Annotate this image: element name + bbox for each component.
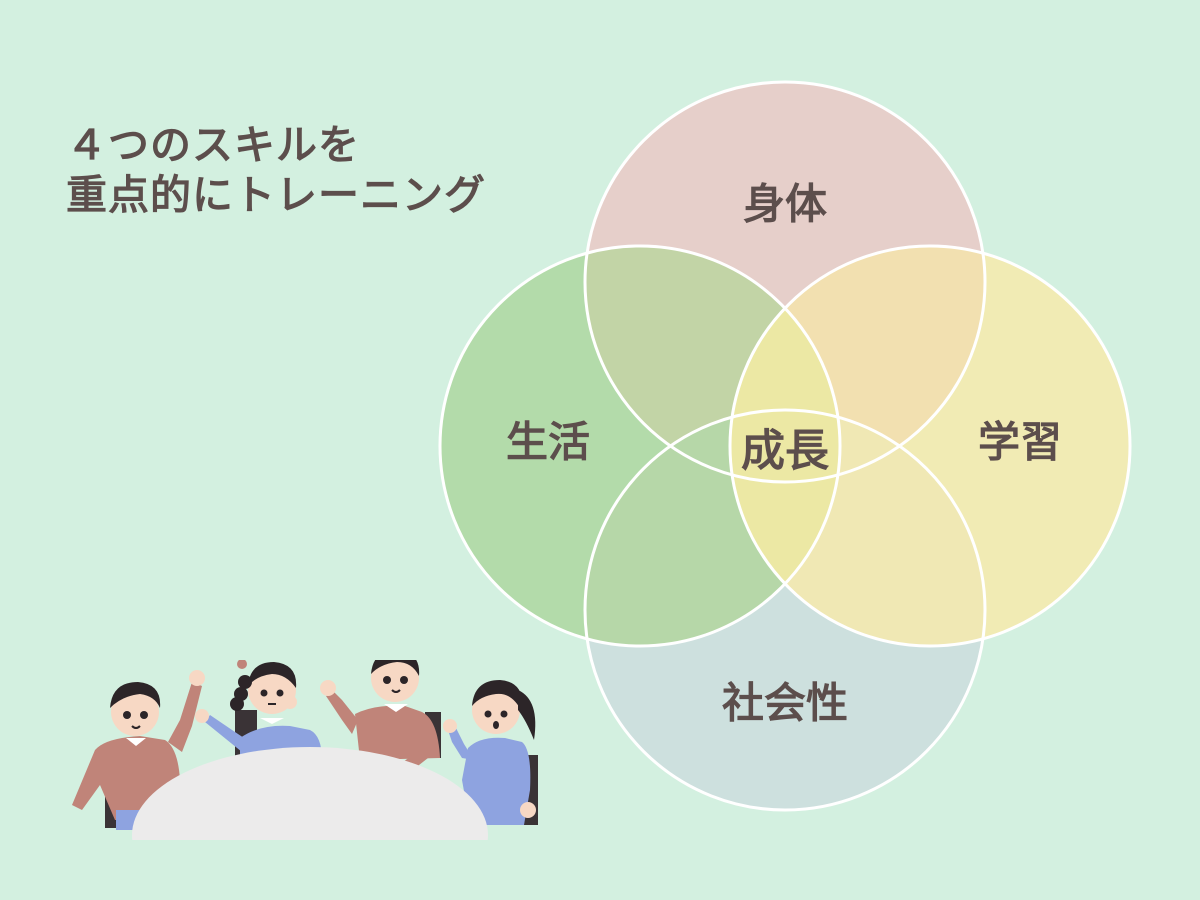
page-heading: ４つのスキルを 重点的にトレーニング	[66, 120, 486, 220]
round-table	[132, 747, 488, 840]
heading-line-2: 重点的にトレーニング	[66, 171, 486, 219]
person-boy-middle	[320, 660, 440, 782]
venn-label-bottom: 社会性	[722, 679, 848, 728]
person-girl-right	[443, 680, 536, 825]
outline-left	[438, 244, 842, 648]
outline-right	[728, 244, 1132, 648]
venn-label-right: 学習	[978, 418, 1062, 467]
outline-top	[583, 80, 987, 484]
venn-label-center: 成長	[741, 426, 830, 477]
venn-label-top: 身体	[743, 180, 827, 229]
people-illustration	[72, 660, 538, 840]
venn-label-left: 生活	[506, 418, 590, 467]
person-girl-middle	[195, 660, 322, 760]
outline-bottom	[583, 408, 987, 812]
heading-line-1: ４つのスキルを	[66, 121, 360, 169]
